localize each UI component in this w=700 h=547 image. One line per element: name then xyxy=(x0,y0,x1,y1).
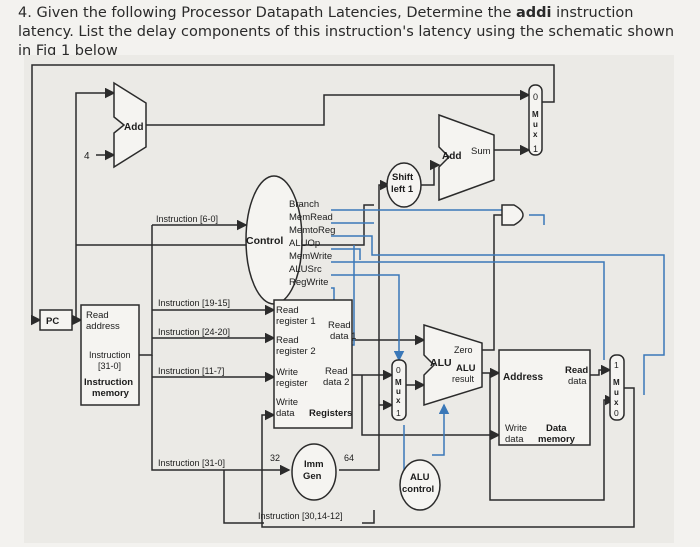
svg-text:Instruction: Instruction xyxy=(84,377,133,388)
svg-text:[31-0]: [31-0] xyxy=(98,361,121,371)
data-memory: Address Read data Write data Data memory xyxy=(498,349,591,446)
svg-text:1: 1 xyxy=(396,408,401,418)
svg-text:register: register xyxy=(276,378,308,389)
svg-text:Read: Read xyxy=(328,320,351,331)
svg-text:result: result xyxy=(452,374,475,384)
memtoreg-mux: 1 M u x 0 xyxy=(609,354,625,421)
field-11-7: Instruction [11-7] xyxy=(158,366,224,376)
field-24-20: Instruction [24-20] xyxy=(158,327,230,337)
alu-label: ALU xyxy=(430,357,452,369)
svg-text:data: data xyxy=(276,408,295,419)
pc-adder: Add xyxy=(113,81,147,169)
svg-text:M: M xyxy=(395,378,402,387)
datapath-figure: Add 4 Add Sum 0 M u x 1 Shift left 1 Con… xyxy=(24,55,674,543)
signal-memwrite: MemWrite xyxy=(289,251,332,262)
svg-text:u: u xyxy=(614,388,619,397)
register-file: Read register 1 Read register 2 Write re… xyxy=(273,299,356,429)
svg-text:M: M xyxy=(613,378,620,387)
svg-text:0: 0 xyxy=(396,365,401,375)
svg-text:x: x xyxy=(396,396,401,405)
svg-text:1: 1 xyxy=(533,144,538,154)
field-6-0: Instruction [6-0] xyxy=(156,214,218,224)
svg-text:data 1: data 1 xyxy=(330,331,356,342)
control-label: Control xyxy=(246,235,283,247)
field-19-15: Instruction [19-15] xyxy=(158,298,230,308)
svg-text:Read: Read xyxy=(325,366,348,377)
svg-text:Instruction: Instruction xyxy=(89,350,131,360)
imm-in-bits: 32 xyxy=(270,453,280,463)
alu-control: ALU control xyxy=(399,459,441,511)
control-signals: Branch MemRead MemtoReg ALUOp MemWrite A… xyxy=(289,199,335,288)
branch-and-gate xyxy=(501,204,524,226)
svg-text:Data: Data xyxy=(546,423,567,434)
branch-adder: Add Sum xyxy=(438,113,495,202)
svg-text:data: data xyxy=(568,376,587,387)
svg-text:Imm: Imm xyxy=(304,459,324,470)
field-30-14-12: Instruction [30,14-12] xyxy=(258,511,343,521)
shift-left-unit: Shift left 1 xyxy=(386,162,422,208)
svg-text:x: x xyxy=(614,398,619,407)
svg-text:register 1: register 1 xyxy=(276,316,316,327)
svg-text:Write: Write xyxy=(505,423,527,434)
constant-four: 4 xyxy=(84,151,90,162)
svg-text:Shift: Shift xyxy=(392,172,414,183)
field-31-0: Instruction [31-0] xyxy=(158,458,225,468)
signal-memtoreg: MemtoReg xyxy=(289,225,335,236)
svg-text:Read: Read xyxy=(276,305,299,316)
signal-branch: Branch xyxy=(289,199,319,210)
svg-text:u: u xyxy=(533,120,538,129)
svg-text:Address: Address xyxy=(503,372,543,383)
svg-text:memory: memory xyxy=(92,388,130,399)
registers-title: Registers xyxy=(309,408,352,419)
svg-text:Read: Read xyxy=(565,365,588,376)
signal-alusrc: ALUSrc xyxy=(289,264,322,275)
imm-gen: Imm Gen 32 64 xyxy=(270,443,354,501)
alu-src-mux: 0 M u x 1 xyxy=(391,359,407,421)
signal-regwrite: RegWrite xyxy=(289,277,328,288)
branch-adder-label: Add xyxy=(442,151,461,162)
svg-text:ALU: ALU xyxy=(410,472,430,483)
svg-text:x: x xyxy=(533,130,538,139)
svg-text:M: M xyxy=(532,110,539,119)
svg-text:Gen: Gen xyxy=(303,471,322,482)
svg-text:data: data xyxy=(505,434,524,445)
svg-text:ALU: ALU xyxy=(456,363,476,374)
svg-text:memory: memory xyxy=(538,434,576,445)
pc-source-mux: 0 M u x 1 xyxy=(528,84,543,156)
instruction-name: addi xyxy=(516,5,552,21)
alu: ALU Zero ALU result xyxy=(423,323,483,407)
svg-text:data 2: data 2 xyxy=(323,377,349,388)
program-counter: PC xyxy=(39,309,73,331)
svg-text:Read: Read xyxy=(276,335,299,346)
svg-text:left 1: left 1 xyxy=(391,184,414,195)
question-text: 4. Given the following Processor Datapat… xyxy=(18,5,675,59)
signal-memread: MemRead xyxy=(289,212,333,223)
signal-aluop: ALUOp xyxy=(289,238,320,249)
svg-text:control: control xyxy=(402,484,434,495)
svg-text:0: 0 xyxy=(533,92,538,102)
pc-label: PC xyxy=(46,316,59,327)
branch-adder-sum: Sum xyxy=(471,146,491,157)
svg-text:Write: Write xyxy=(276,397,298,408)
svg-text:Read: Read xyxy=(86,310,109,321)
svg-text:1: 1 xyxy=(614,360,619,370)
svg-text:register 2: register 2 xyxy=(276,346,316,357)
svg-text:Write: Write xyxy=(276,367,298,378)
svg-text:0: 0 xyxy=(614,408,619,418)
datapath-schematic: Add 4 Add Sum 0 M u x 1 Shift left 1 Con… xyxy=(31,64,665,528)
pc-adder-label: Add xyxy=(124,122,143,133)
instruction-memory: Read address Instruction [31-0] Instruct… xyxy=(80,304,140,406)
svg-text:u: u xyxy=(396,387,401,396)
alu-zero: Zero xyxy=(454,345,473,355)
svg-text:address: address xyxy=(86,321,120,332)
imm-out-bits: 64 xyxy=(344,453,354,463)
